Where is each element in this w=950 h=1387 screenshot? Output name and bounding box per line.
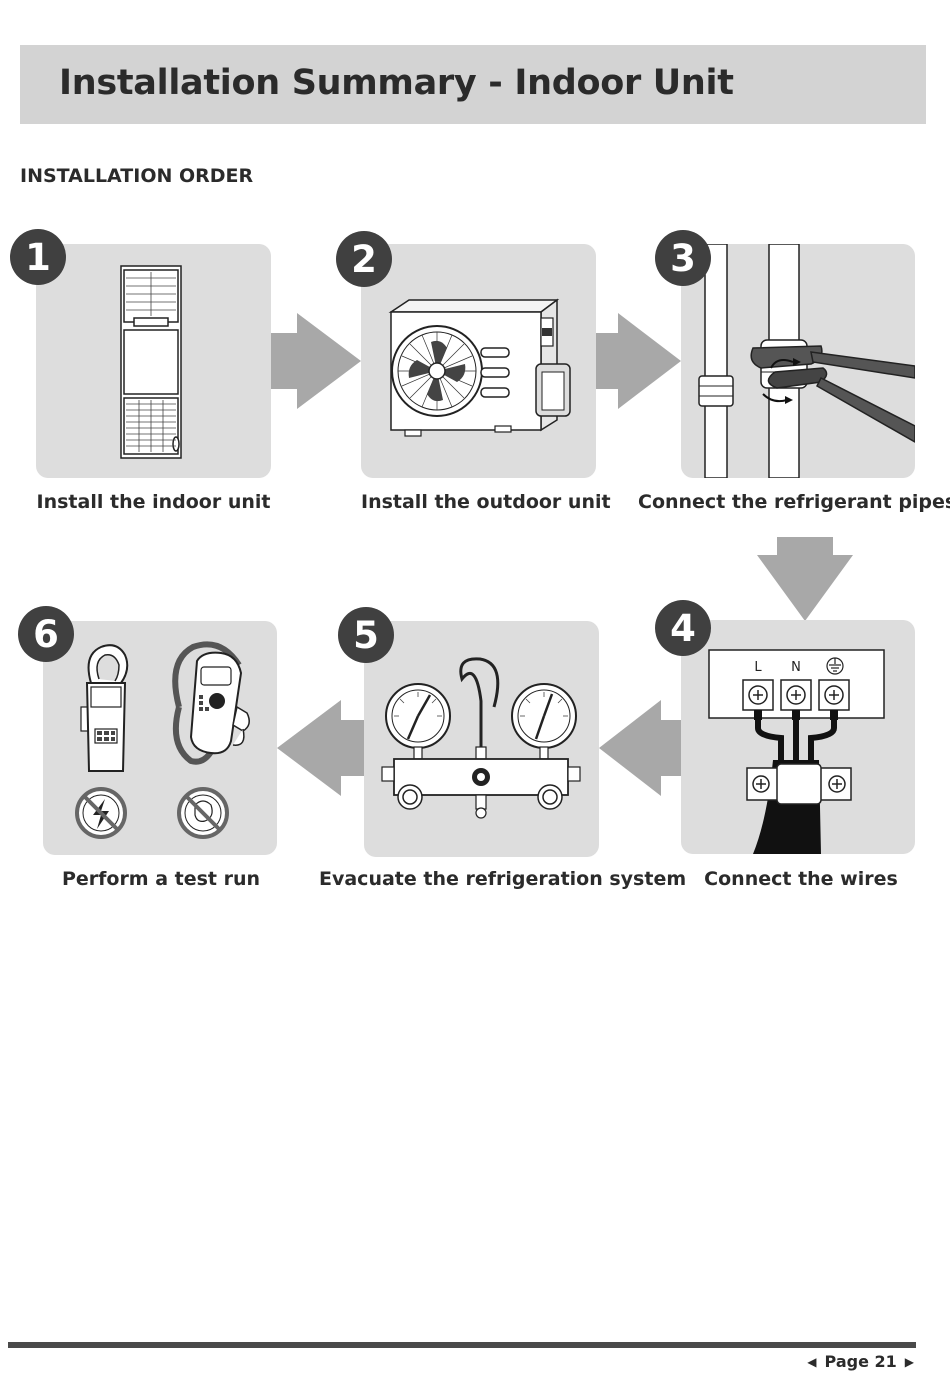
page-number: Page 21	[824, 1352, 897, 1371]
arrow-right-icon	[271, 313, 361, 409]
step-3-caption: Connect the refrigerant pipes	[638, 491, 950, 513]
terminal-label-l: L	[754, 660, 762, 675]
footer-rule	[8, 1342, 916, 1348]
step-2-badge: 2	[336, 231, 392, 287]
step-4-badge: 4	[655, 600, 711, 656]
step-4-caption: Connect the wires	[704, 868, 898, 890]
arrow-down-icon	[757, 537, 853, 621]
prev-page-icon[interactable]: ◀	[807, 1354, 817, 1369]
title-banner: Installation Summary - Indoor Unit	[20, 45, 926, 124]
step-3-panel	[681, 244, 915, 478]
terminal-block-icon: L N	[708, 649, 885, 854]
arrow-left-icon	[277, 700, 364, 796]
step-3-badge: 3	[655, 230, 711, 286]
step-5-badge: 5	[338, 607, 394, 663]
step-1-panel	[36, 244, 271, 478]
step-1-badge: 1	[10, 229, 66, 285]
terminal-label-n: N	[791, 660, 801, 675]
manifold-gauge-icon	[381, 657, 581, 819]
step-4-panel: L N	[681, 620, 915, 854]
step-6-badge: 6	[18, 606, 74, 662]
step-1-caption: Install the indoor unit	[36, 491, 271, 513]
arrow-left-icon	[599, 700, 681, 796]
step-5-panel	[364, 621, 599, 857]
arrow-right-icon	[596, 313, 681, 409]
step-6-caption: Perform a test run	[61, 868, 261, 890]
outdoor-unit-icon	[388, 298, 571, 437]
step-6-panel	[43, 621, 277, 855]
step-2-panel	[361, 244, 596, 478]
step-2-caption: Install the outdoor unit	[361, 491, 611, 513]
clamp-meter-leak-detector-icon	[75, 641, 250, 839]
wrench-pipe-icon	[698, 244, 915, 478]
page-navigation: ◀ Page 21 ▶	[807, 1352, 914, 1371]
next-page-icon[interactable]: ▶	[904, 1354, 914, 1369]
page-title: Installation Summary - Indoor Unit	[59, 63, 734, 103]
section-title: INSTALLATION ORDER	[20, 165, 254, 187]
indoor-unit-icon	[120, 265, 182, 459]
step-5-caption: Evacuate the refrigeration system	[319, 868, 687, 890]
